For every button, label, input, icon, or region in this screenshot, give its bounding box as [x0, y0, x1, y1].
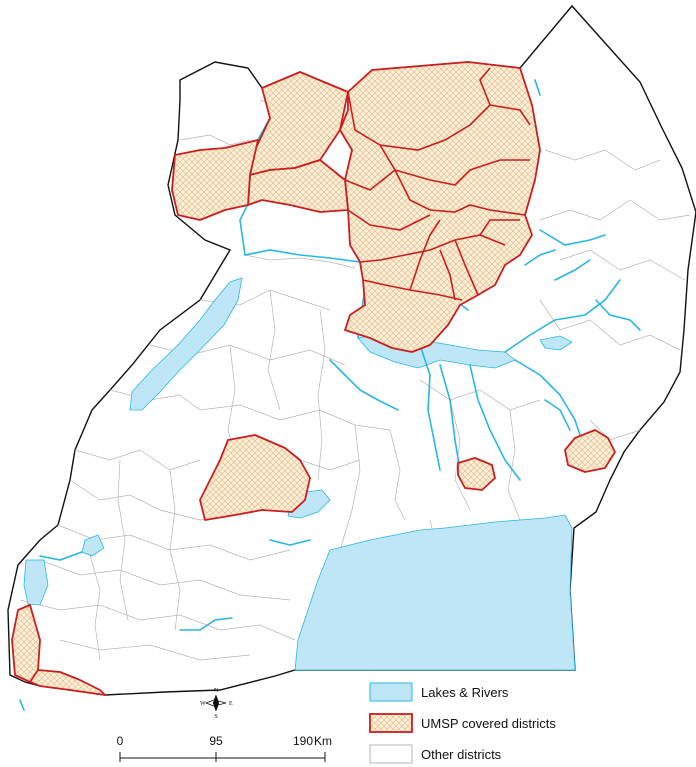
legend-label-other: Other districts: [421, 747, 502, 762]
legend-label-umsp: UMSP covered districts: [421, 716, 556, 731]
legend-swatch-umsp: [369, 713, 413, 733]
umsp-district-central: [199, 434, 311, 521]
umsp-district-east: [564, 429, 616, 473]
compass-rose: N S E W: [200, 688, 233, 720]
other-district-borders: [19, 99, 691, 661]
umsp-internal-borders: [344, 67, 531, 301]
scale-tick-label-95: 95: [209, 734, 223, 748]
scale-bar: 0 95 190 Km: [117, 734, 332, 762]
compass-s-label: S: [214, 714, 217, 720]
umsp-district-southwest-b: [29, 669, 106, 696]
lake-victoria: [294, 514, 576, 671]
legend-label-lakes: Lakes & Rivers: [421, 685, 509, 700]
scale-tick-label-190: 190: [293, 734, 313, 748]
compass-w-label: W: [200, 701, 206, 707]
legend-swatch-lakes: [369, 682, 413, 702]
umsp-covered-districts: [11, 61, 616, 696]
umsp-district-west-nile: [171, 139, 259, 221]
compass-n-label: N: [214, 688, 219, 694]
lake-albert: [129, 277, 243, 411]
legend: Lakes & Rivers UMSP covered districts Ot…: [369, 682, 556, 764]
lake-edward: [23, 559, 49, 606]
lake-bisina: [539, 335, 573, 351]
legend-swatch-other: [369, 744, 413, 764]
rivers: [19, 79, 641, 711]
scale-tick-label-0: 0: [117, 734, 124, 748]
scale-bar-line: [119, 752, 326, 762]
lake-george: [81, 534, 105, 557]
lake-wamala: [287, 489, 331, 519]
scale-unit-label: Km: [314, 734, 332, 748]
compass-e-label: E: [229, 701, 233, 707]
umsp-district-jinja: [457, 457, 496, 491]
